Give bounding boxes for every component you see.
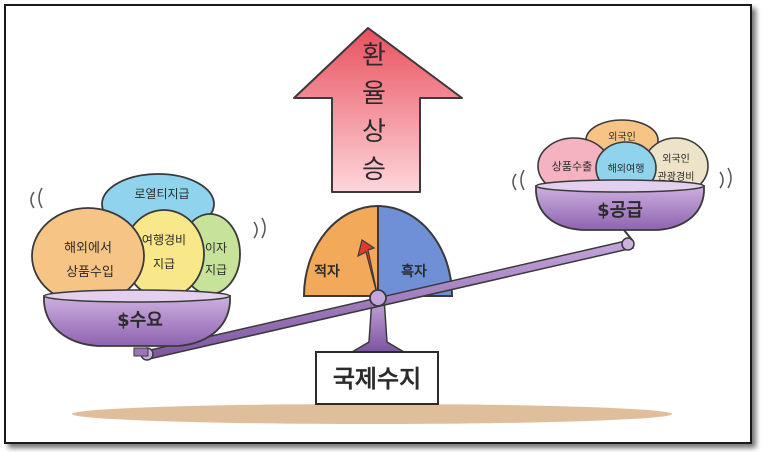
demand-travel-text-1: 여행경비 xyxy=(142,232,186,247)
arrow-shape xyxy=(293,27,463,193)
demand-interest-text-2: 지급 xyxy=(205,263,227,277)
supply-foreigner-text: 외국인 xyxy=(608,131,636,143)
demand-import-text-2: 상품수입 xyxy=(66,265,114,280)
demand-pan-group: 로열티지급 해외에서 상품수입 여행경비 지급 이자 지급 $수요 xyxy=(30,173,266,357)
supply-label: $공급 xyxy=(597,200,643,221)
balance-of-payments-sign: 국제수지 xyxy=(315,351,439,405)
demand-import-text-1: 해외에서 xyxy=(64,241,112,256)
arrow-text-2: 율 xyxy=(362,79,386,109)
demand-royalty-text: 로열티지급 xyxy=(134,187,189,201)
arrow-text-3: 상 xyxy=(362,117,386,147)
supply-pan xyxy=(535,185,705,231)
pivot xyxy=(369,289,387,307)
supply-tourism-text-1: 외국인 xyxy=(662,153,690,165)
arrow-text-4: 승 xyxy=(362,155,386,185)
demand-interest-text-1: 이자 xyxy=(205,241,227,255)
demand-pan xyxy=(43,295,231,347)
demand-motion-lines xyxy=(30,187,266,239)
demand-travel-text-2: 지급 xyxy=(153,257,175,271)
deficit-label: 적자 xyxy=(314,263,340,280)
balance-gauge: 적자 흑자 xyxy=(302,204,454,299)
supply-pan-group: 외국인 상품수출 해외여행 외국인 관광경비 $공급 xyxy=(512,119,732,241)
ground-shadow xyxy=(72,404,672,424)
deficit-sector xyxy=(302,204,379,297)
demand-label: $수요 xyxy=(117,310,163,331)
supply-motion-lines xyxy=(512,167,732,191)
base-label: 국제수지 xyxy=(333,365,421,393)
arrow-text-1: 환 xyxy=(362,41,386,71)
gauge-needle xyxy=(357,239,379,299)
surplus-sector xyxy=(377,204,454,297)
supply-tourism-text-2: 관광경비 xyxy=(658,170,695,183)
surplus-label: 흑자 xyxy=(401,263,427,280)
supply-travel-text: 해외여행 xyxy=(608,162,645,175)
balance-scale-illustration: 환 율 상 승 적자 흑자 로열티지급 해외에서 상품수입 여행경비 지급 이자… xyxy=(30,27,732,424)
supply-export-text: 상품수출 xyxy=(552,160,592,173)
exchange-rate-up-arrow: 환 율 상 승 xyxy=(293,27,463,193)
illustration-frame: 환 율 상 승 적자 흑자 로열티지급 해외에서 상품수입 여행경비 지급 이자… xyxy=(4,4,752,444)
